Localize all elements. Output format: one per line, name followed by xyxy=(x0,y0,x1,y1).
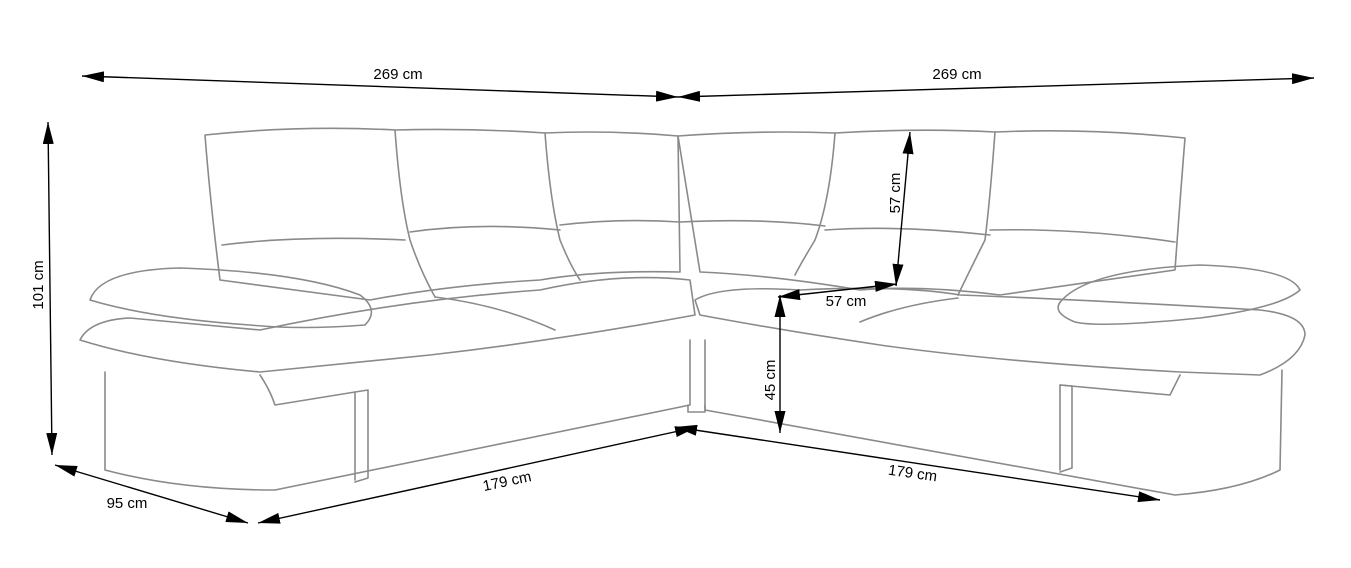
back-cushion-line xyxy=(989,228,1176,243)
armrest-pillow-left xyxy=(89,267,373,329)
dim-arrow-depth xyxy=(54,464,249,524)
dim-arrow-seat-depth xyxy=(777,280,898,301)
dim-arrow-width-left xyxy=(81,71,679,102)
dim-arrow-backrest xyxy=(892,131,914,287)
corner-leg xyxy=(687,404,706,413)
label-backrest-height: 57 cm xyxy=(887,173,904,214)
backrest-left xyxy=(204,127,681,301)
sofa-drawing xyxy=(79,127,1306,496)
back-cushion-line xyxy=(409,225,561,233)
base-right xyxy=(704,339,1283,496)
label-base-right: 179 cm xyxy=(887,462,938,486)
label-width-right: 269 cm xyxy=(932,66,981,83)
label-seat-height: 45 cm xyxy=(762,360,779,401)
label-height-total: 101 cm xyxy=(30,260,47,309)
leg-left xyxy=(354,389,369,483)
label-seat-depth: 57 cm xyxy=(826,293,867,310)
back-cushion-line xyxy=(221,237,406,246)
dim-arrow-base-right xyxy=(674,424,1161,503)
back-cushion-divider xyxy=(544,132,581,281)
base-front xyxy=(259,374,356,481)
back-cushion-divider xyxy=(957,131,996,296)
seat-cushion-line xyxy=(434,296,556,331)
back-cushion-line xyxy=(824,227,991,236)
leg-right xyxy=(1059,384,1073,473)
seat-cushion-line xyxy=(859,297,959,323)
back-cushion-line xyxy=(679,219,826,227)
dim-arrow-height-total xyxy=(42,121,58,456)
backrest-right xyxy=(677,129,1186,296)
back-cushion-divider xyxy=(394,129,436,298)
seat-right xyxy=(694,287,1306,376)
armrest-pillow-right xyxy=(1057,264,1301,326)
back-cushion-divider xyxy=(794,132,836,276)
back-cushion-line xyxy=(559,219,681,226)
base-left xyxy=(104,339,691,491)
seat-left xyxy=(79,276,696,373)
label-width-left: 269 cm xyxy=(373,66,422,83)
dim-arrow-width-right xyxy=(677,73,1315,102)
base-front-right xyxy=(1059,374,1181,471)
dimension-lines xyxy=(42,71,1315,524)
dimension-labels: 269 cm 269 cm 101 cm 57 cm 57 cm 45 cm 1… xyxy=(30,66,982,512)
label-depth: 95 cm xyxy=(107,495,148,512)
dim-arrow-base-left xyxy=(257,426,698,524)
